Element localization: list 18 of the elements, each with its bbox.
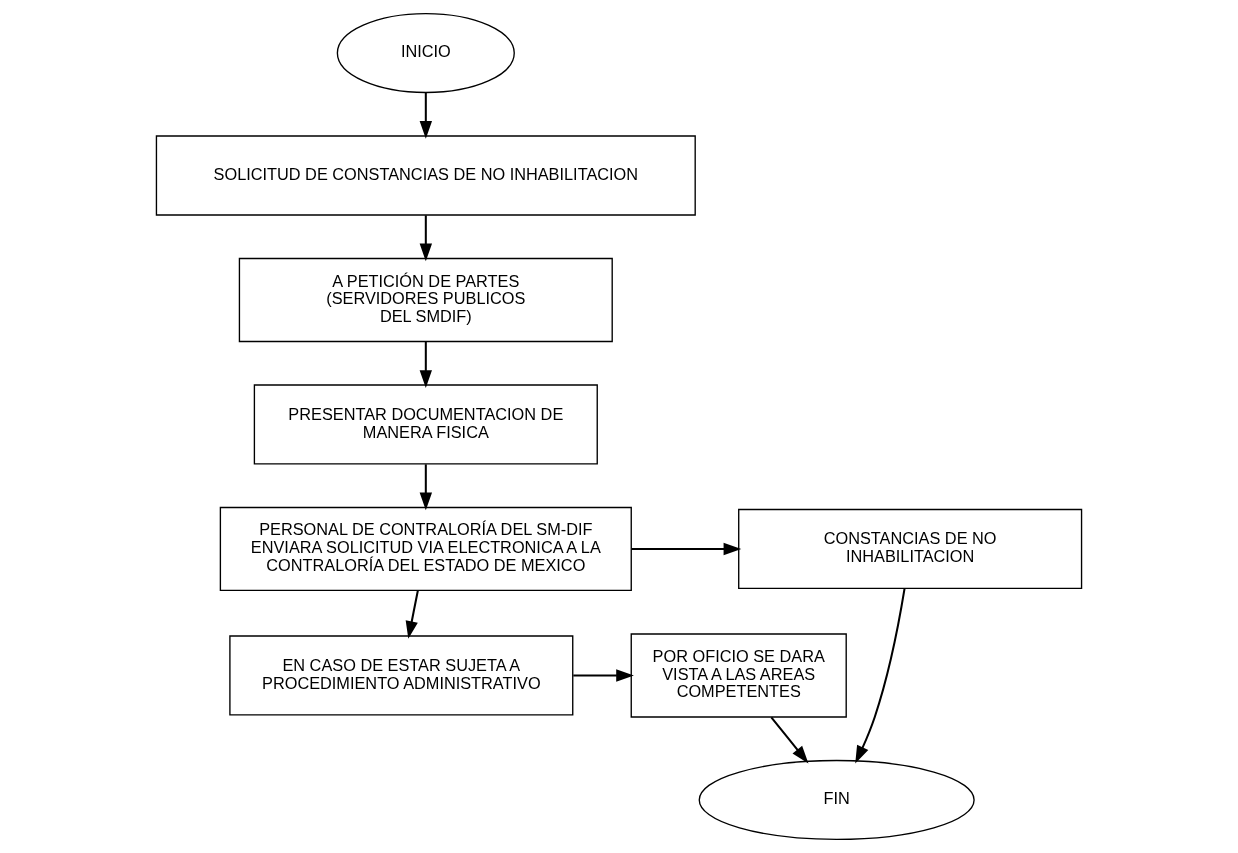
node-box: EN CASO DE ESTAR SUJETA A PROCEDIMIENTO ADMINISTRATIVO (229, 635, 574, 716)
node-ellipse: FIN (698, 759, 975, 841)
node-ellipse: INICIO (336, 12, 515, 94)
node-box: CONSTANCIAS DE NO INHABILITACION (738, 508, 1083, 590)
node-box: SOLICITUD DE CONSTANCIAS DE NO INHABILITACION (155, 135, 696, 216)
node-box: PRESENTAR DOCUMENTACION DE MANERA FISICA (253, 384, 598, 465)
arrow (419, 92, 432, 139)
node-box: A PETICIÓN DE PARTES (SERVIDORES PUBLICOS DEL SMDIF) (238, 257, 613, 343)
node-box: PERSONAL DE CONTRALORÍA DEL SM-DIF ENVIARA SOLICITUD VIA ELECTRONICA A LA CONTRALORÍA DEL ESTADO DE MEXICO (219, 506, 632, 592)
arrow (631, 542, 742, 556)
node-box: POR OFICIO SE DARA VISTA A LAS AREAS COMPETENTES (630, 633, 847, 718)
arrow (855, 588, 906, 764)
arrow (405, 590, 419, 639)
arrow (419, 341, 432, 388)
arrow (419, 464, 432, 511)
arrow (770, 716, 809, 764)
arrow (419, 215, 432, 262)
arrow (573, 669, 634, 682)
